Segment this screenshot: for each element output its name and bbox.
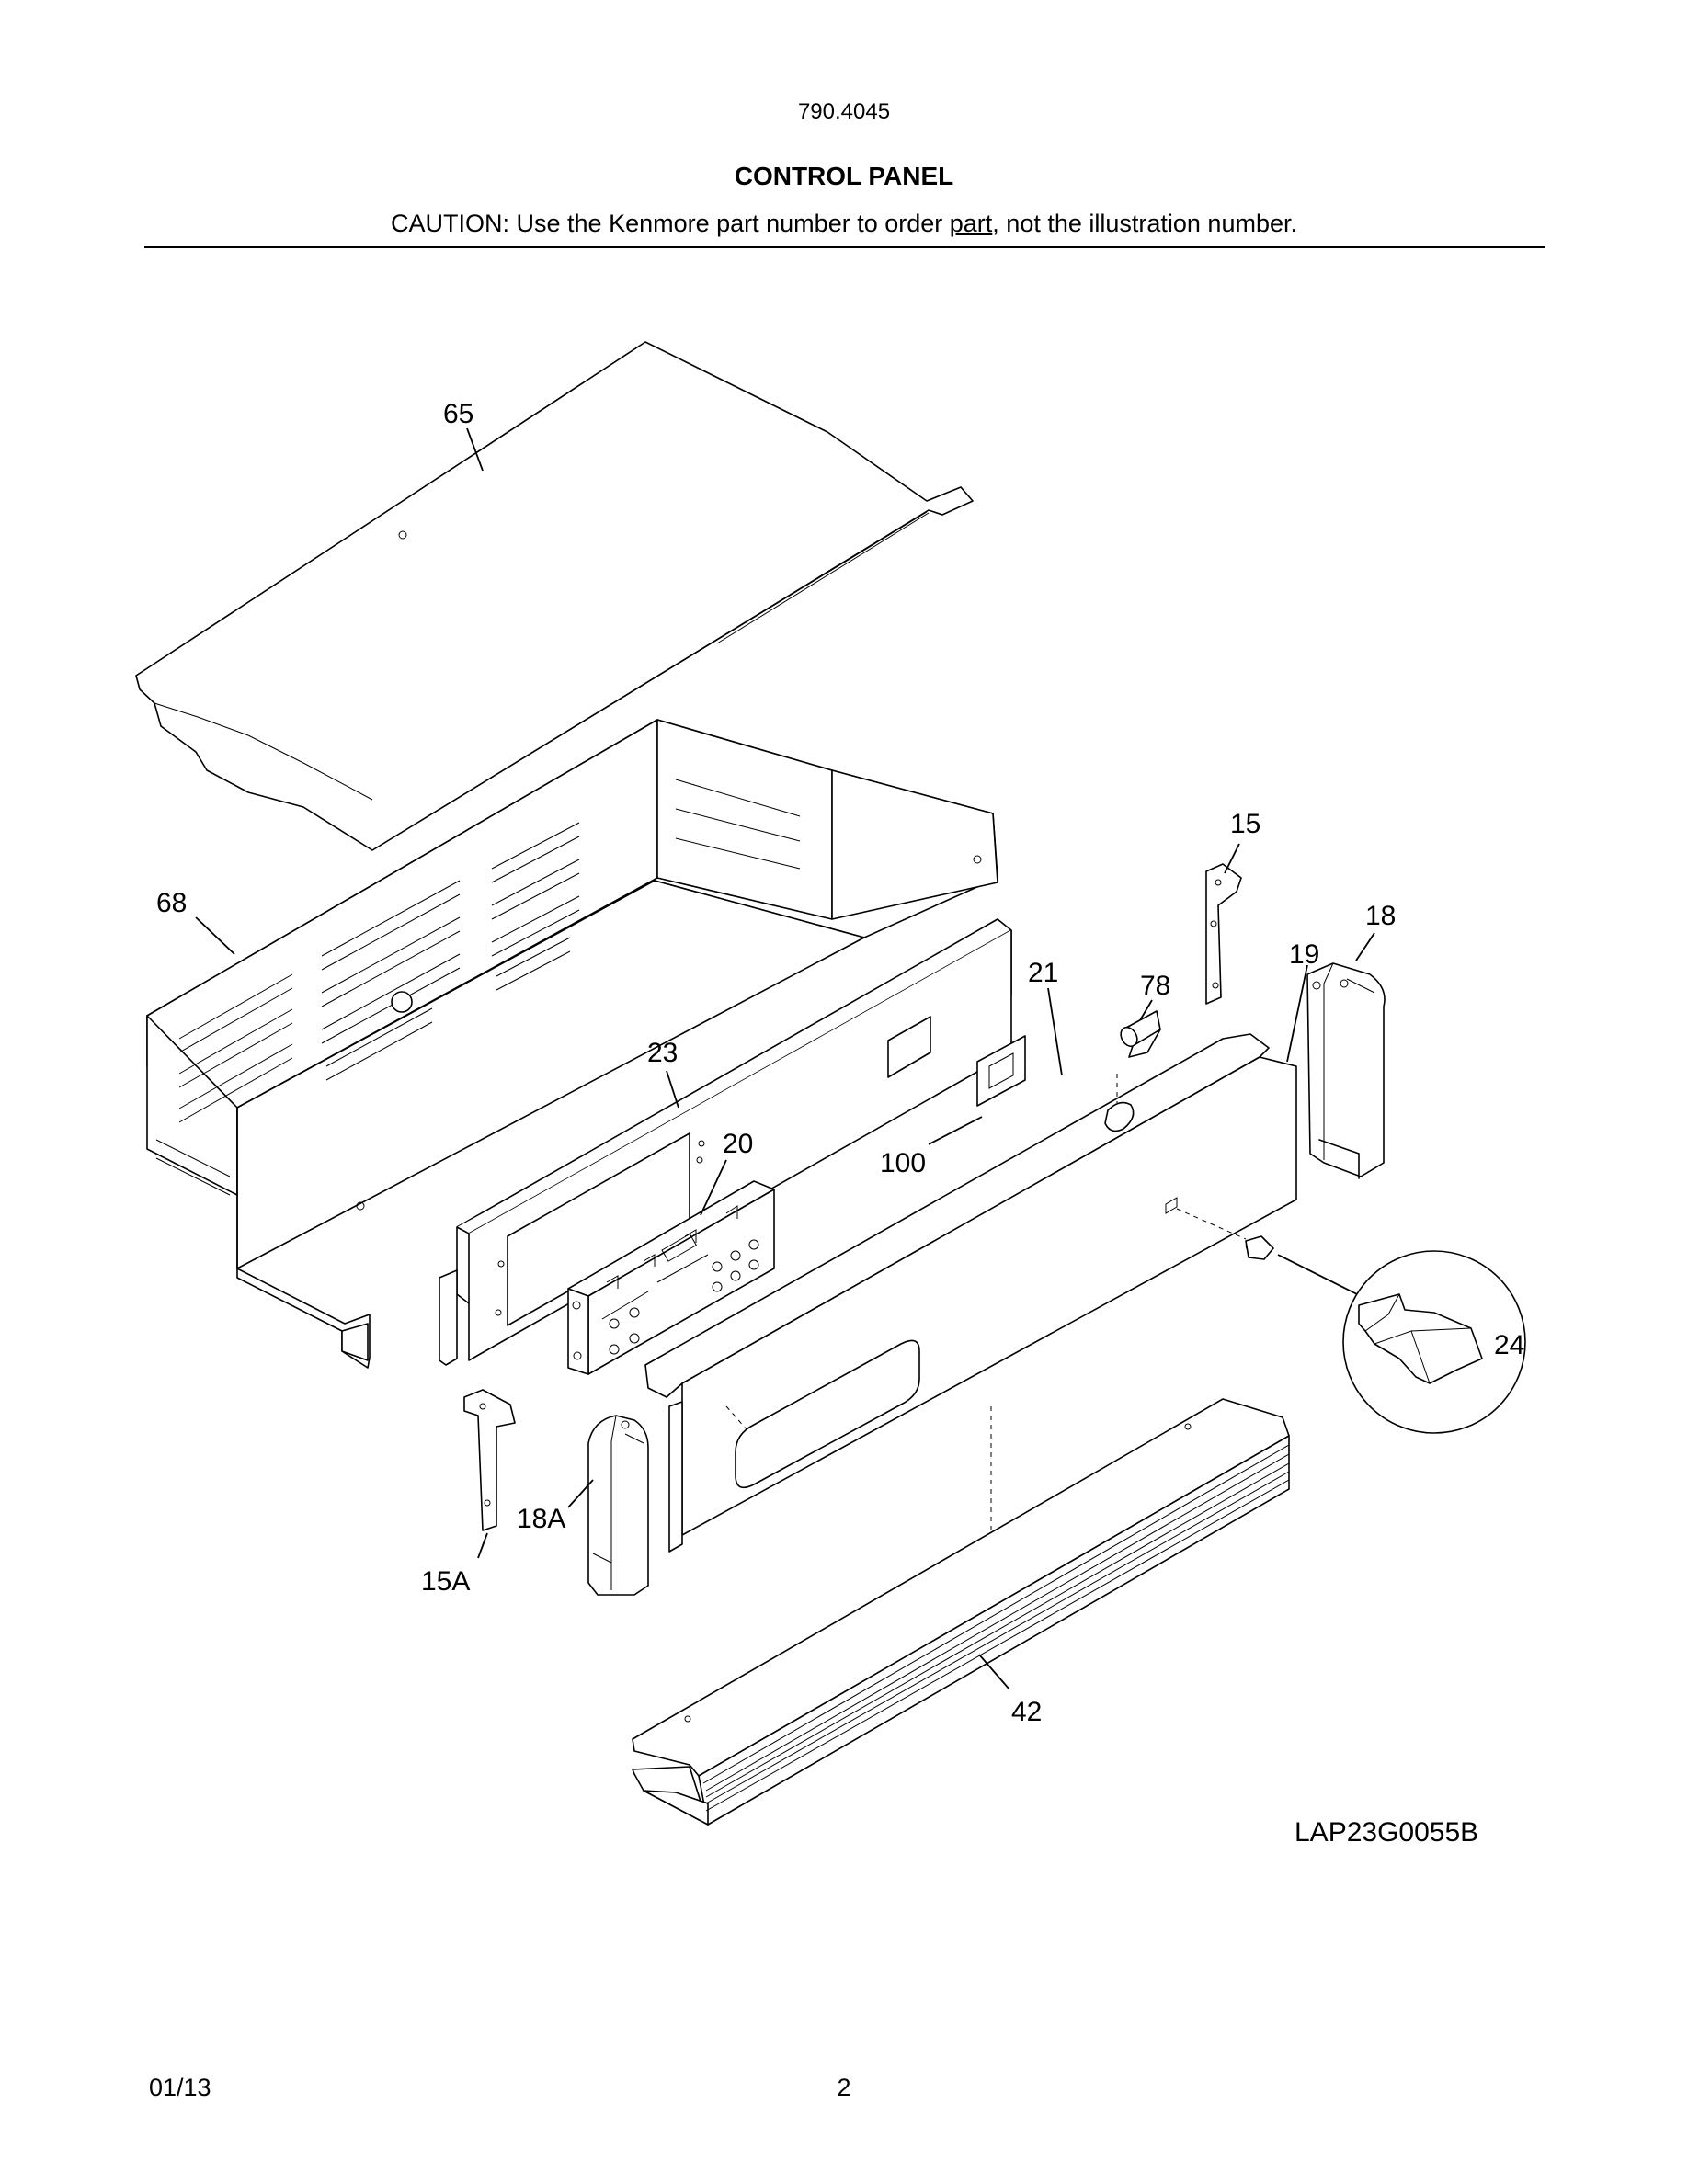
- callout-20: 20: [723, 1129, 753, 1159]
- model-number: 790.4045: [797, 99, 891, 124]
- part-42-lower-trim: [632, 1398, 1290, 1826]
- part-15-right-bracket: [1205, 863, 1242, 1005]
- callout-78: 78: [1140, 971, 1170, 1001]
- part-23-panel-plate: [439, 918, 1012, 1366]
- callout-15A: 15A: [421, 1566, 470, 1597]
- callout-23: 23: [647, 1038, 678, 1068]
- part-15A-left-bracket: [463, 1389, 516, 1531]
- callout-numbers: 65 68 15 18 19 21 78 23 20 100 24 18A 15…: [156, 399, 1524, 1848]
- part-65-top-cover: [135, 341, 974, 851]
- callout-15: 15: [1230, 809, 1260, 839]
- callout-65: 65: [443, 399, 473, 429]
- callout-18: 18: [1365, 901, 1396, 931]
- caution-prefix: CAUTION: Use the Kenmore part number to …: [391, 210, 950, 237]
- drawing-code: LAP23G0055B: [1295, 1817, 1478, 1848]
- caution-suffix: , not the illustration number.: [992, 210, 1297, 237]
- part-24-switch-detail: [1176, 1208, 1526, 1434]
- part-18A-left-end-cap: [587, 1415, 649, 1596]
- caution-note: CAUTION: Use the Kenmore part number to …: [0, 210, 1688, 238]
- page-title: CONTROL PANEL: [734, 162, 954, 190]
- part-78-knob: [1120, 1010, 1161, 1058]
- part-68-control-housing: [146, 719, 998, 1369]
- footer-page-number: 2: [837, 2074, 851, 2101]
- part-21-panel-trim: [644, 1033, 1297, 1553]
- housing-vent-slots: [155, 779, 801, 1196]
- callout-68: 68: [156, 888, 187, 918]
- callout-100: 100: [880, 1148, 926, 1178]
- callout-42: 42: [1011, 1697, 1042, 1727]
- part-100-display-window: [976, 1035, 1026, 1107]
- callout-24: 24: [1494, 1330, 1524, 1360]
- callout-leaders: [195, 427, 1375, 1690]
- header-rule: [144, 246, 1545, 248]
- callout-21: 21: [1028, 958, 1058, 988]
- callout-19: 19: [1289, 939, 1319, 970]
- caution-underlined-word: part: [949, 210, 993, 237]
- callout-18A: 18A: [517, 1504, 565, 1534]
- footer-date: 01/13: [149, 2074, 211, 2101]
- part-18-right-end-cap: [1306, 962, 1386, 1179]
- part-20-control-board: [567, 1180, 775, 1375]
